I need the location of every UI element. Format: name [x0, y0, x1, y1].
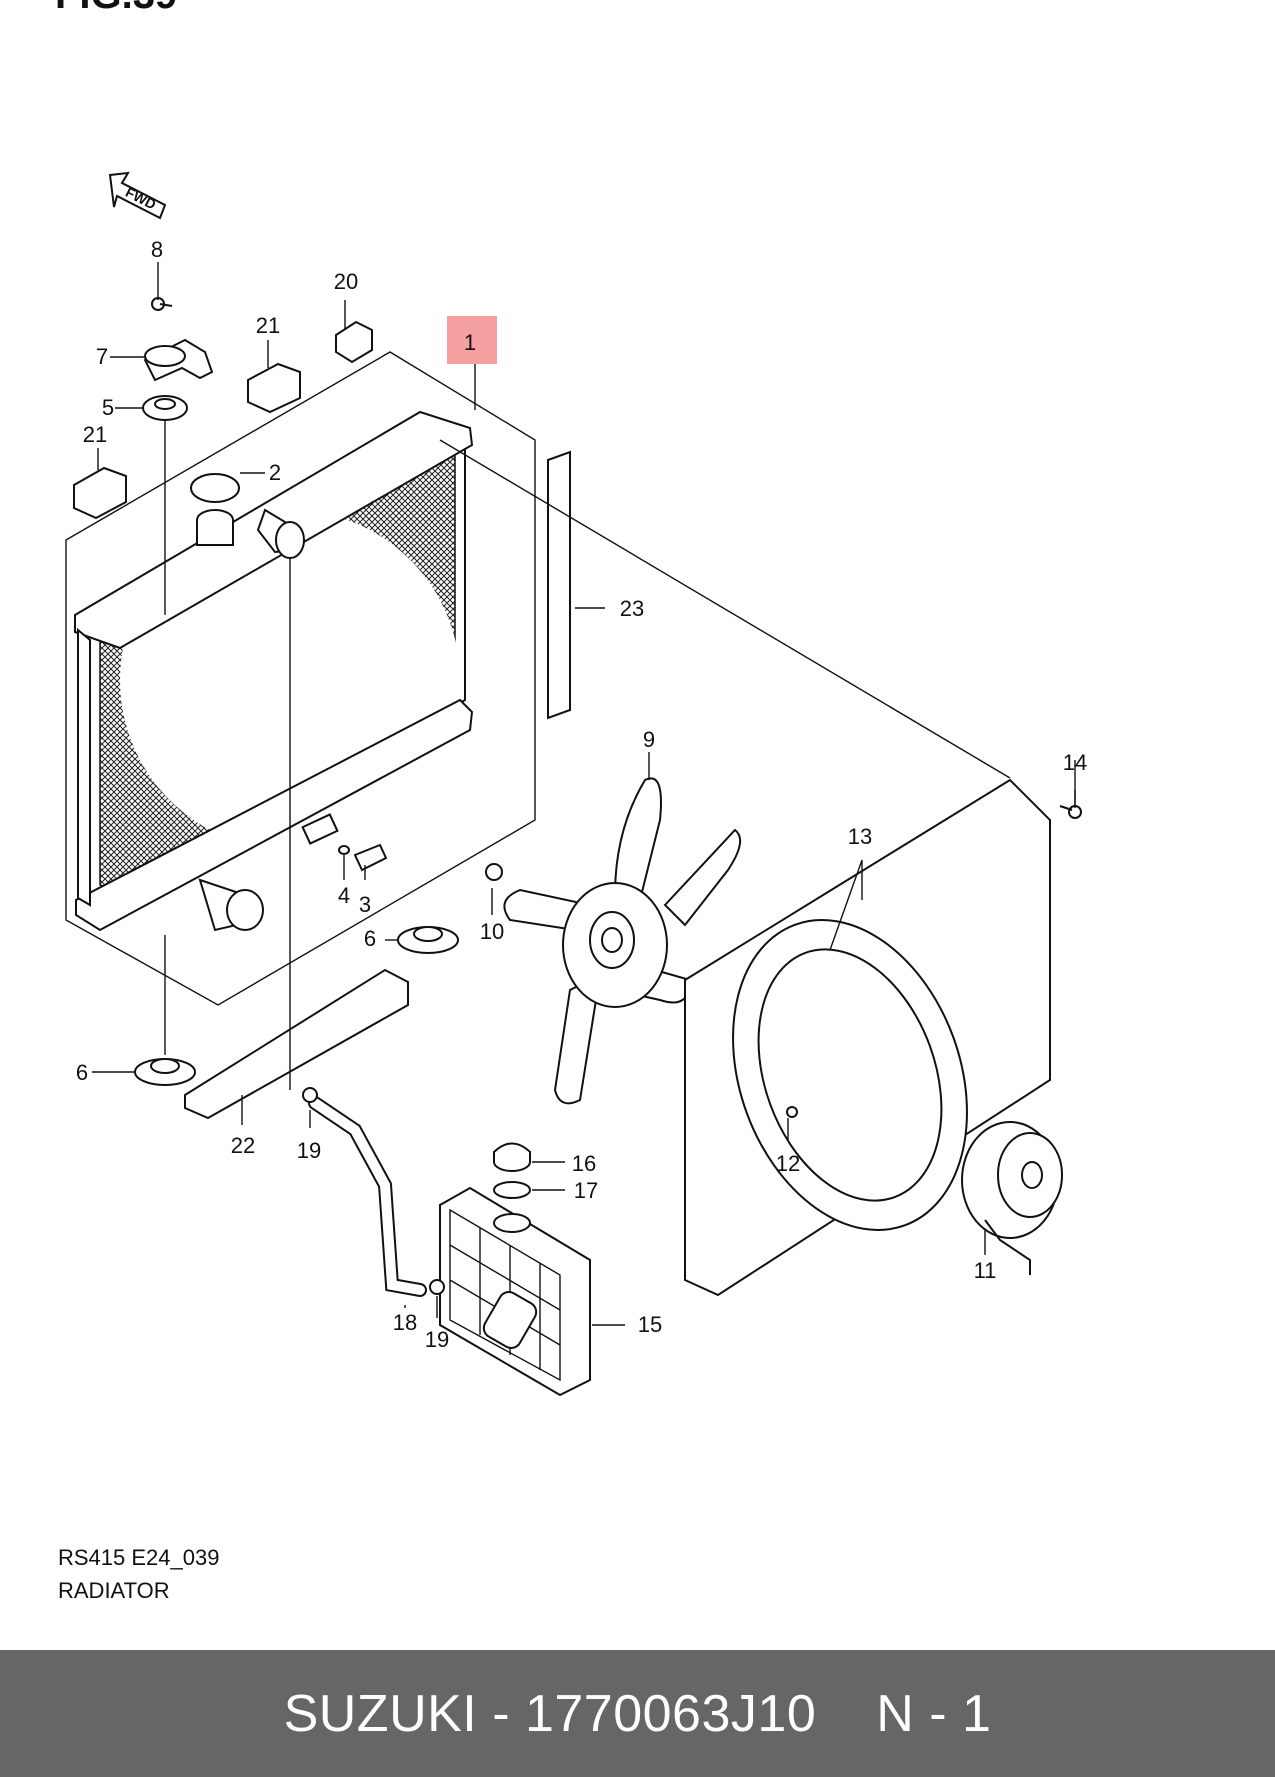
- part-6-mount-upper: [397, 926, 459, 954]
- part-17-gasket: [493, 1181, 531, 1199]
- part-number-footer: SUZUKI - 1770063J10 N - 1: [0, 1650, 1275, 1777]
- radiator-frame-outline: [65, 351, 536, 1006]
- callout-14: 14: [1063, 750, 1087, 775]
- callout-17: 17: [574, 1178, 598, 1203]
- part-16-reservoir-cap: [493, 1142, 531, 1172]
- callout-13: 13: [848, 824, 872, 849]
- part-19-clamp-upper: [302, 1087, 318, 1103]
- callout-22: 22: [231, 1133, 255, 1158]
- callout-2: 2: [269, 460, 281, 485]
- fwd-arrow-icon: FWD: [108, 171, 167, 220]
- part-3-drain-plug: [353, 843, 388, 872]
- part-14-bolt: [1059, 805, 1082, 819]
- callout-6-lower: 6: [76, 1060, 88, 1085]
- part-21-cushion-top: [247, 362, 301, 414]
- callout-12: 12: [776, 1151, 800, 1176]
- part-21-cushion-left: [73, 466, 127, 520]
- figure-title: FIG.39: [55, 0, 177, 17]
- callout-16: 16: [572, 1151, 596, 1176]
- brand-part-number: SUZUKI - 1770063J10: [283, 1684, 817, 1743]
- part-1-highlight: [447, 316, 497, 364]
- part-8-bolt: [151, 297, 173, 311]
- part-9-cooling-fan: [503, 777, 742, 1105]
- part-18-overflow-hose: [308, 1096, 427, 1297]
- callout-6-upper: 6: [364, 926, 376, 951]
- callout-1: 1: [464, 330, 476, 355]
- radiator-exploded-diagram: FIG.39 FWD: [55, 0, 1087, 1397]
- callout-4: 4: [338, 883, 350, 908]
- radiator-core: [74, 410, 474, 932]
- part-4-o-ring: [338, 845, 350, 855]
- part-15-reservoir-tank: [439, 1186, 591, 1397]
- part-2-radiator-cap: [190, 473, 240, 503]
- part-6-mount-lower: [134, 1058, 196, 1086]
- callout-20: 20: [334, 269, 358, 294]
- callout-15: 15: [638, 1312, 662, 1337]
- callout-19-upper: 19: [297, 1138, 321, 1163]
- part-20-cushion: [335, 320, 373, 364]
- part-7-bracket-ring: [144, 345, 186, 367]
- diagram-name: RADIATOR: [58, 1578, 170, 1603]
- callout-3: 3: [359, 892, 371, 917]
- part-11-fan-motor: [961, 1121, 1063, 1275]
- part-19-clamp-lower: [429, 1279, 445, 1295]
- part-23-seal-strip: [547, 450, 571, 720]
- leader-lines: [92, 262, 1076, 1326]
- callout-7: 7: [96, 344, 108, 369]
- callout-23: 23: [620, 596, 644, 621]
- part-10-nut: [485, 863, 503, 881]
- callout-5: 5: [102, 395, 114, 420]
- callout-10: 10: [480, 919, 504, 944]
- quantity-label: N - 1: [876, 1684, 992, 1743]
- callout-19-lower: 19: [425, 1327, 449, 1352]
- callout-9: 9: [643, 727, 655, 752]
- callout-labels: 1 2 3 4 5 6 6 7 8 9 10 11 12 13 14 15 16…: [76, 237, 1087, 1352]
- part-22-seal-strip: [184, 968, 409, 1120]
- callout-8: 8: [151, 237, 163, 262]
- callout-21-left: 21: [83, 422, 107, 447]
- callout-11: 11: [974, 1258, 997, 1283]
- part-5-bush: [142, 395, 188, 421]
- callout-18: 18: [393, 1310, 417, 1335]
- callout-21-top: 21: [256, 313, 280, 338]
- part-13-fan-shroud: [684, 778, 1051, 1297]
- part-12-bolt: [786, 1106, 798, 1118]
- diagram-code: RS415 E24_039: [58, 1545, 220, 1570]
